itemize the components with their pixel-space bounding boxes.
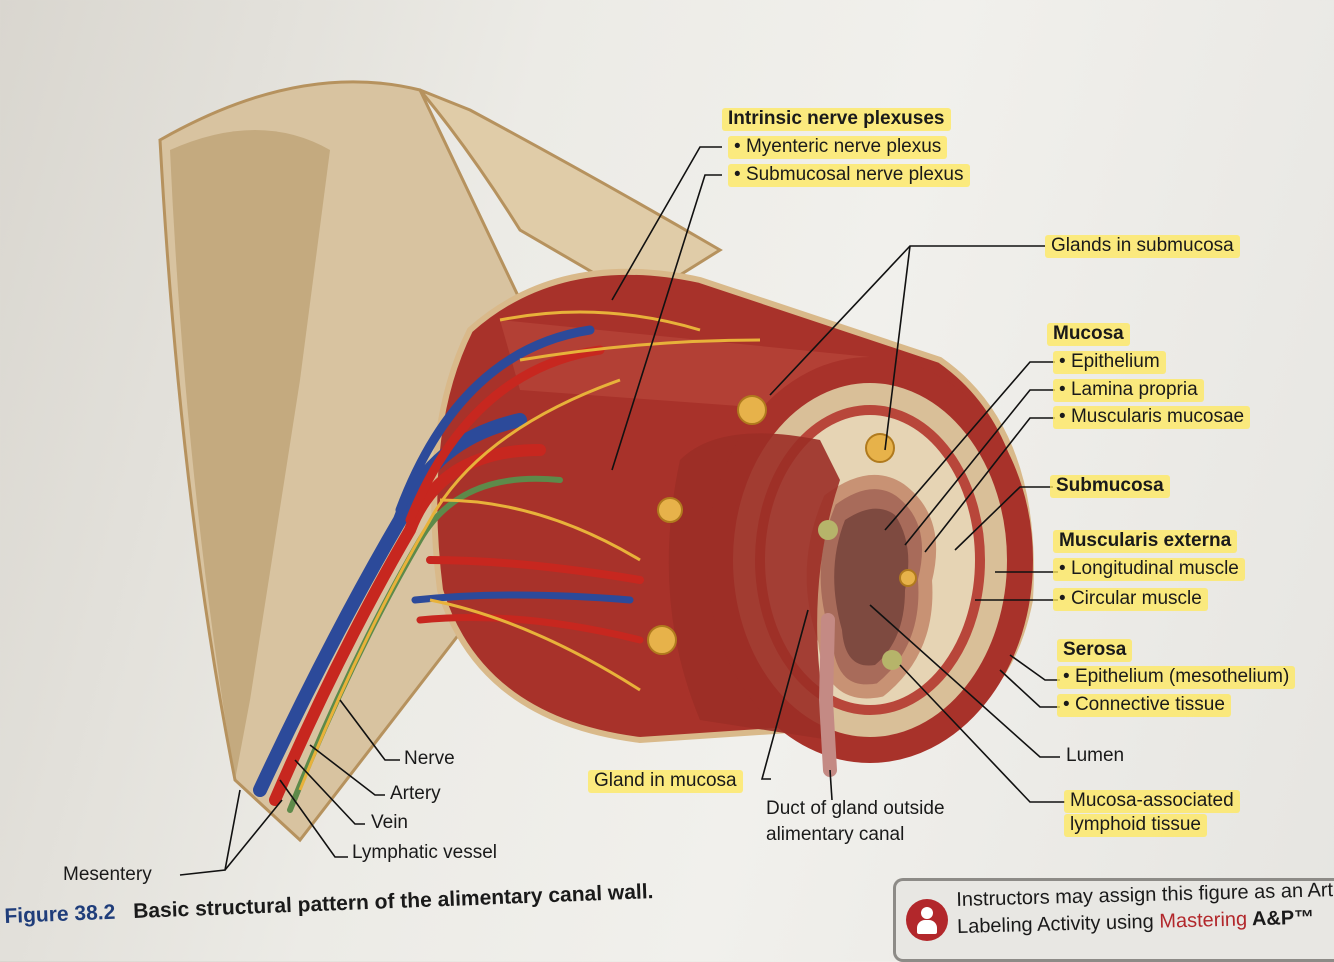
figure-number: Figure 38.2 xyxy=(4,901,116,928)
circular-muscle-cylinder xyxy=(669,433,840,740)
label-glands-in-submucosa: Glands in submucosa xyxy=(1045,235,1240,258)
instructor-icon xyxy=(906,899,948,941)
label-muscularis-externa: Muscularis externa xyxy=(1053,530,1237,553)
instructor-line2-prefix: Labeling Activity using xyxy=(957,911,1160,938)
label-intrinsic-nerve-plexuses: Intrinsic nerve plexuses xyxy=(722,108,951,131)
label-artery: Artery xyxy=(390,783,441,806)
label-connective-tissue: Connective tissue xyxy=(1057,694,1231,717)
gland-duct xyxy=(826,620,830,770)
label-mucosa: Mucosa xyxy=(1047,323,1130,346)
label-gland-in-mucosa: Gland in mucosa xyxy=(588,770,743,793)
label-circular-muscle: Circular muscle xyxy=(1053,588,1208,611)
label-longitudinal-muscle: Longitudinal muscle xyxy=(1053,558,1245,581)
label-duct-line1: Duct of gland outside xyxy=(766,798,945,821)
label-myenteric-nerve-plexus: Myenteric nerve plexus xyxy=(728,136,947,159)
label-mesothelium: Epithelium (mesothelium) xyxy=(1057,666,1295,689)
label-lamina-propria: Lamina propria xyxy=(1053,379,1204,402)
label-duct-line2: alimentary canal xyxy=(766,824,904,847)
label-submucosal-nerve-plexus: Submucosal nerve plexus xyxy=(728,164,970,187)
label-submucosa: Submucosa xyxy=(1050,475,1170,498)
label-vein: Vein xyxy=(371,812,408,835)
label-malt-line2: lymphoid tissue xyxy=(1064,814,1207,837)
label-serosa: Serosa xyxy=(1057,639,1132,662)
label-malt-line1: Mucosa-associated xyxy=(1064,790,1240,813)
instructor-activity-box: Instructors may assign this figure as an… xyxy=(893,878,1334,962)
label-nerve: Nerve xyxy=(404,748,455,771)
label-lumen: Lumen xyxy=(1066,745,1124,768)
label-lymphatic-vessel: Lymphatic vessel xyxy=(352,842,497,865)
label-muscularis-mucosae: Muscularis mucosae xyxy=(1053,406,1250,429)
label-epithelium: Epithelium xyxy=(1053,351,1166,374)
instructor-suffix: A&P™ xyxy=(1247,907,1315,931)
instructor-text: Instructors may assign this figure as an… xyxy=(956,877,1334,941)
label-mesentery: Mesentery xyxy=(63,864,152,887)
mastering-brand: Mastering xyxy=(1159,908,1247,932)
